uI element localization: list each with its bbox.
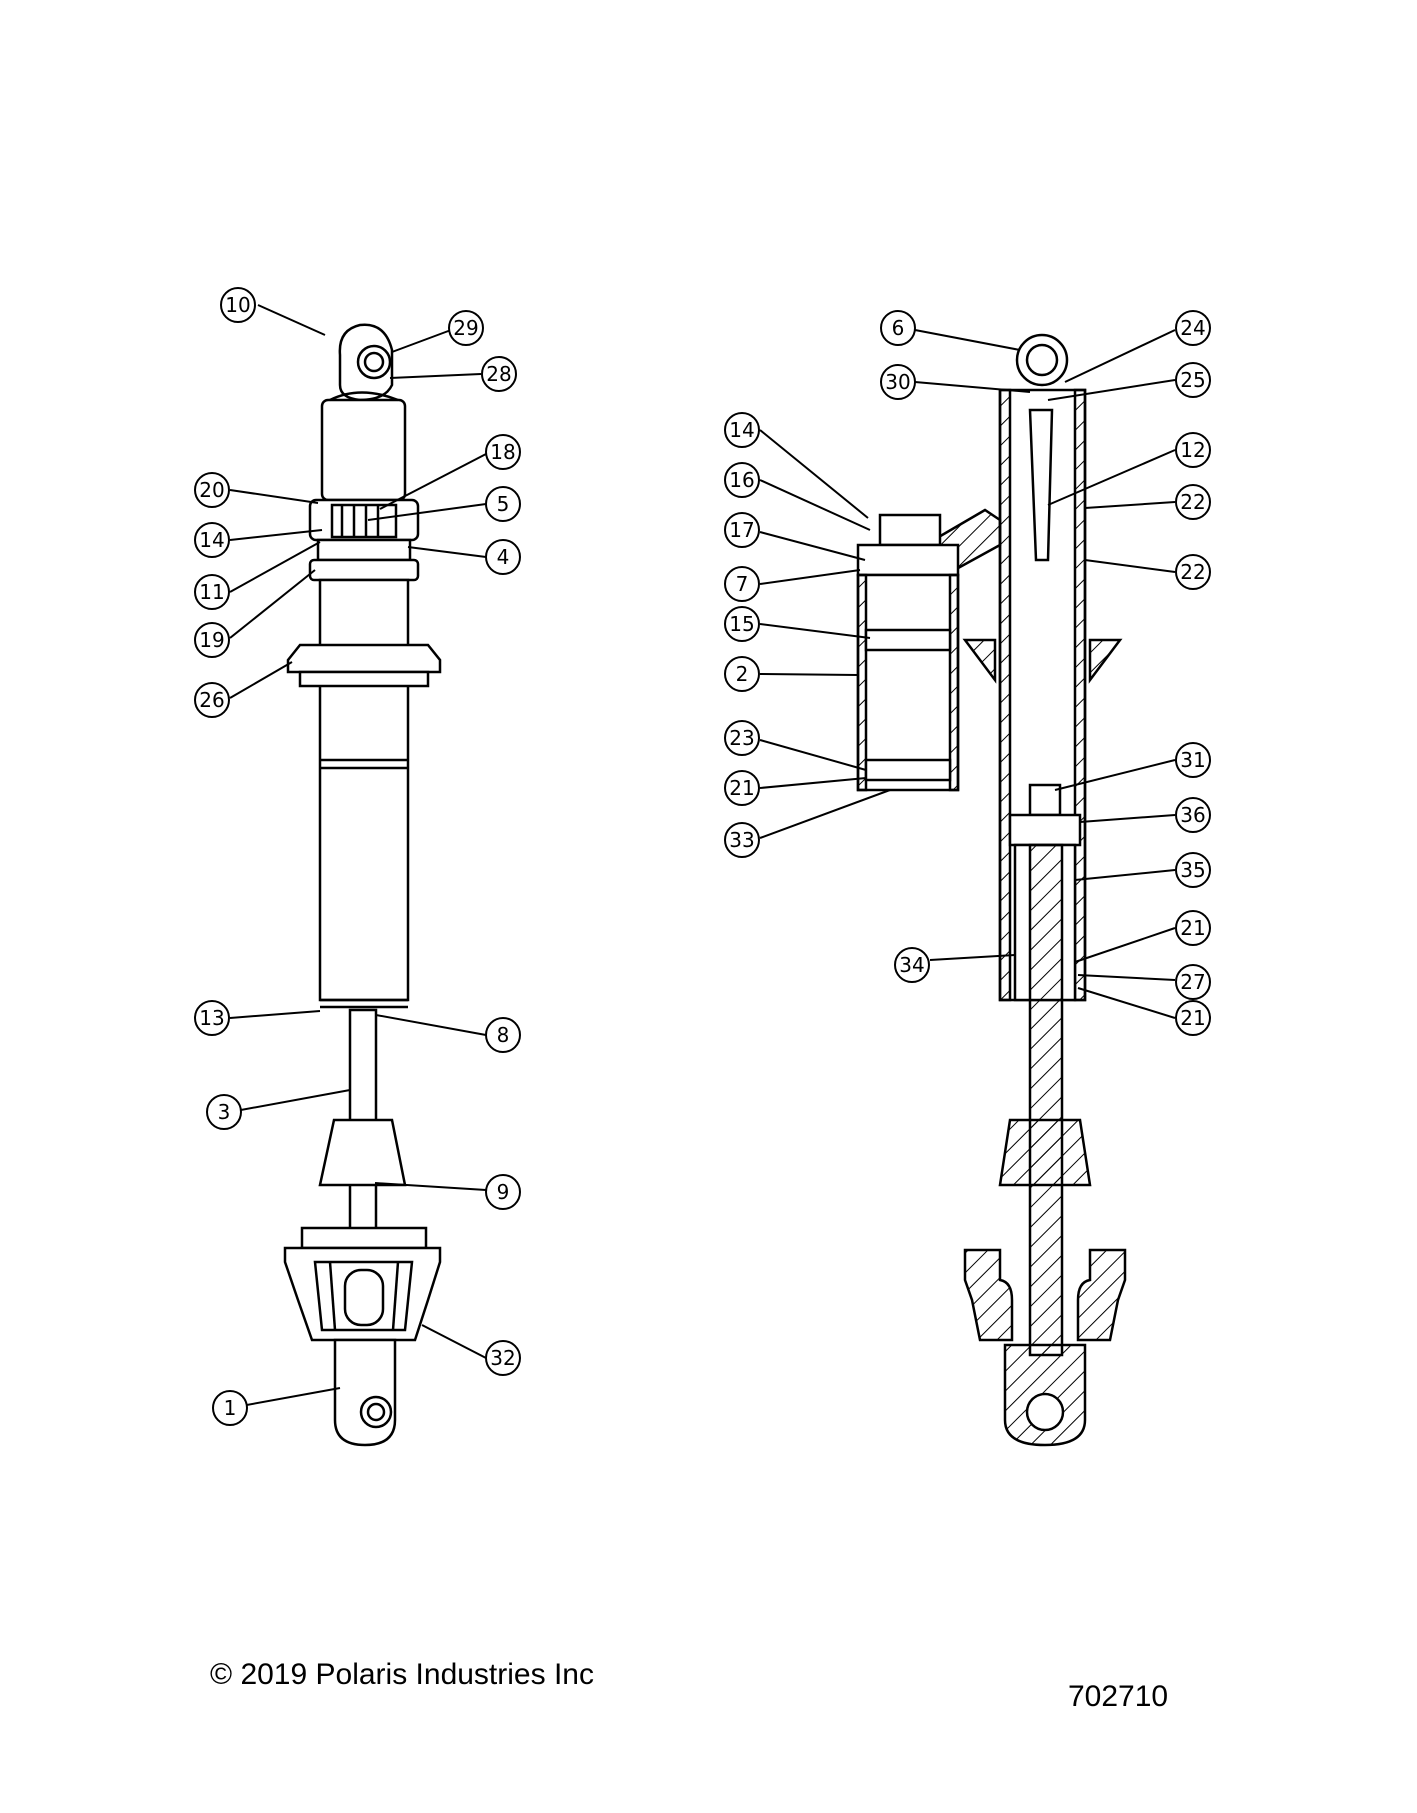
callout-bubble [485, 486, 521, 522]
callout-number: 22 [1180, 490, 1205, 514]
shock-section-view [856, 333, 1127, 1447]
callout-number: 35 [1180, 858, 1205, 882]
callout-bubble [880, 364, 916, 400]
callout-bubble [485, 539, 521, 575]
callout-number: 32 [490, 1346, 515, 1370]
callout-number: 16 [729, 468, 754, 492]
copyright-notice: © 2019 Polaris Industries Inc [210, 1658, 594, 1691]
callout-number: 3 [218, 1100, 231, 1124]
callout-number: 31 [1180, 748, 1205, 772]
callout-bubble [724, 512, 760, 548]
callout-bubble [448, 310, 484, 346]
callout-bubble [1175, 852, 1211, 888]
callout-number: 26 [199, 688, 224, 712]
callout-bubble [1175, 484, 1211, 520]
callout-number: 5 [497, 492, 510, 516]
callout-number: 20 [199, 478, 224, 502]
callout-bubble [194, 574, 230, 610]
callout-number: 1 [224, 1396, 237, 1420]
callout-bubble [1175, 910, 1211, 946]
callout-bubble [1175, 310, 1211, 346]
callout-bubble [724, 822, 760, 858]
callout-number: 33 [729, 828, 754, 852]
callout-number: 36 [1180, 803, 1205, 827]
callout-bubble [880, 310, 916, 346]
callout-bubble [194, 1000, 230, 1036]
callout-number: 4 [497, 545, 510, 569]
callout-number: 9 [497, 1180, 510, 1204]
callout-bubble [724, 770, 760, 806]
callout-bubble [1175, 362, 1211, 398]
callout-number: 29 [453, 316, 478, 340]
callout-bubble [724, 412, 760, 448]
callout-bubble [194, 622, 230, 658]
callout-bubble [485, 1174, 521, 1210]
callout-number: 8 [497, 1023, 510, 1047]
callout-bubbles [194, 287, 1211, 1426]
callout-number: 7 [736, 572, 749, 596]
callout-bubble [724, 720, 760, 756]
callout-number: 13 [199, 1006, 224, 1030]
callout-number: 11 [199, 580, 224, 604]
callout-number: 25 [1180, 368, 1205, 392]
callout-number: 24 [1180, 316, 1205, 340]
callout-number: 22 [1180, 560, 1205, 584]
callout-bubble [220, 287, 256, 323]
callout-number: 21 [1180, 916, 1205, 940]
callout-bubble [194, 472, 230, 508]
callout-number: 18 [490, 440, 515, 464]
callout-number: 17 [729, 518, 754, 542]
callout-number: 2 [736, 662, 749, 686]
callout-bubble [724, 606, 760, 642]
callout-number: 21 [729, 776, 754, 800]
callout-bubble [212, 1390, 248, 1426]
callout-number: 28 [486, 362, 511, 386]
callout-number: 21 [1180, 1006, 1205, 1030]
callout-bubble [194, 522, 230, 558]
callout-numbers: 29 28 10 18 20 5 14 4 11 19 26 13 8 3 9 … [199, 293, 1205, 1420]
callout-bubble [1175, 742, 1211, 778]
callout-number: 14 [199, 528, 224, 552]
callout-bubble [485, 434, 521, 470]
callout-bubble [894, 947, 930, 983]
document-number: 702710 [1068, 1680, 1169, 1713]
callout-number: 15 [729, 612, 754, 636]
callout-bubble [206, 1094, 242, 1130]
callout-bubble [1175, 797, 1211, 833]
callout-bubble [1175, 554, 1211, 590]
callout-bubble [724, 566, 760, 602]
callout-number: 6 [892, 316, 905, 340]
callout-bubble [485, 1017, 521, 1053]
callout-bubble [724, 462, 760, 498]
callout-number: 19 [199, 628, 224, 652]
callout-number: 34 [899, 953, 924, 977]
callout-leaders [229, 304, 1176, 1409]
callout-bubble [481, 356, 517, 392]
callout-bubble [1175, 432, 1211, 468]
callout-number: 30 [885, 370, 910, 394]
callout-bubble [724, 656, 760, 692]
callout-bubble [1175, 964, 1211, 1000]
shock-exterior-view [283, 323, 442, 1447]
callout-bubble [194, 682, 230, 718]
callout-bubble [1175, 1000, 1211, 1036]
callout-bubble [485, 1340, 521, 1376]
callout-number: 27 [1180, 970, 1205, 994]
callout-number: 23 [729, 726, 754, 750]
callout-number: 12 [1180, 438, 1205, 462]
callout-number: 10 [225, 293, 250, 317]
callout-number: 14 [729, 418, 754, 442]
